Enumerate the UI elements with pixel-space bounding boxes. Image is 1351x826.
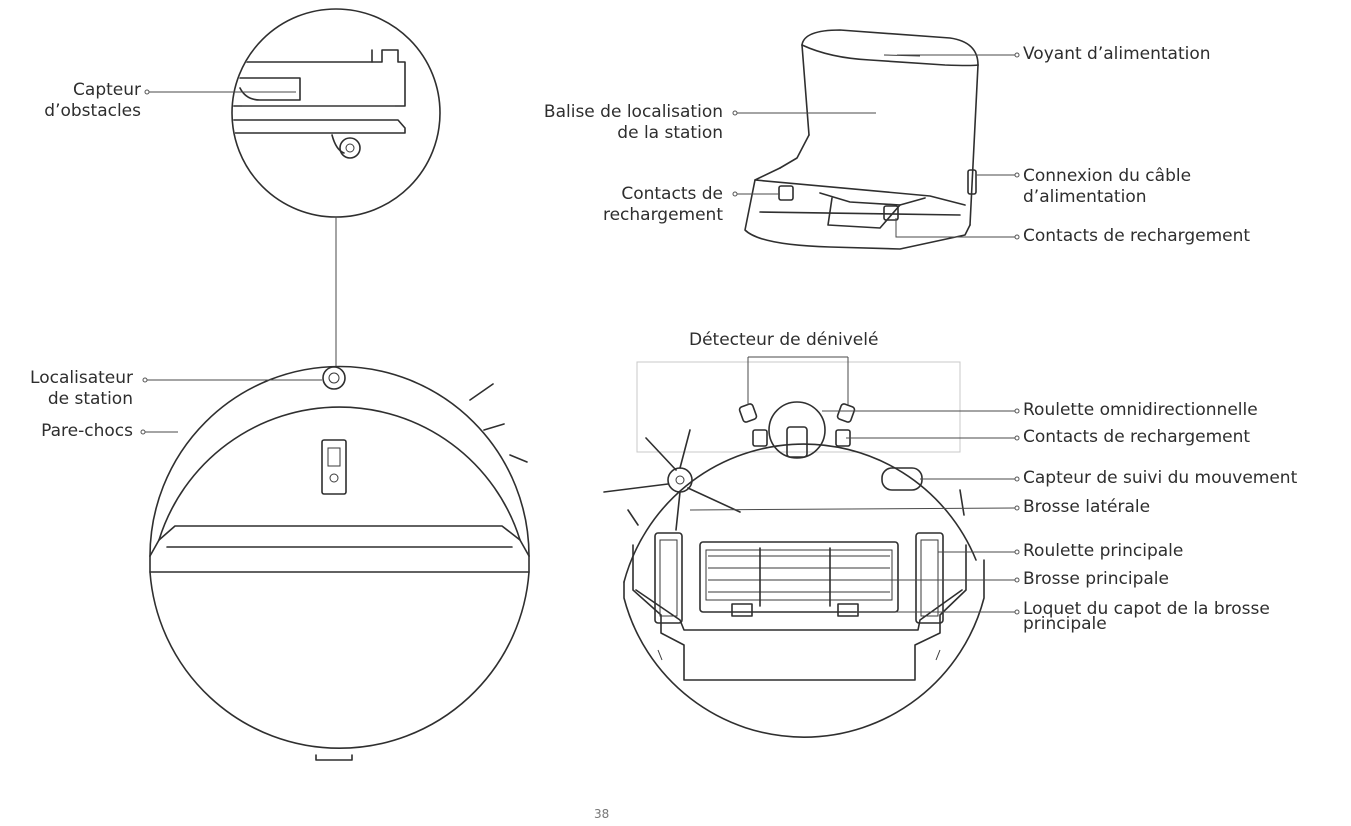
label-dock-beacon-line1: Balise de localisation	[543, 102, 723, 122]
label-dock-beacon-line2: de la station	[617, 123, 723, 143]
label-main-brush-cover-latch: Loquet du capot de la brosse principale	[1023, 599, 1270, 634]
label-obstacle-sensor-line2: d’obstacles	[44, 101, 141, 121]
label-main-brush-cover-latch-line2: principale	[1023, 614, 1107, 634]
obstacle-sensor-detail	[231, 8, 441, 366]
label-obstacle-sensor: Capteur d’obstacles	[44, 80, 141, 122]
label-dock-locator: Localisateur de station	[30, 368, 133, 410]
charging-dock	[744, 29, 979, 250]
label-dock-charging-contacts-line2: rechargement	[602, 205, 723, 225]
label-cliff-sensor: Détecteur de dénivelé	[689, 330, 879, 350]
label-dock-charging-contacts-right: Contacts de rechargement	[1023, 226, 1251, 246]
label-side-brush: Brosse latérale	[1023, 497, 1151, 517]
label-power-cable-connection: Connexion du câble d’alimentation	[1023, 166, 1191, 208]
label-robot-charging-contacts: Contacts de rechargement	[1023, 427, 1251, 447]
label-bumper: Pare-chocs	[41, 421, 133, 441]
robot-bottom-view	[603, 361, 985, 738]
label-obstacle-sensor-line1: Capteur	[73, 80, 141, 100]
label-power-indicator: Voyant d’alimentation	[1023, 44, 1211, 64]
label-power-cable-connection-line1: Connexion du câble	[1023, 166, 1192, 186]
label-main-brush-cover-latch-line1: Loquet du capot de la brosse	[1023, 599, 1270, 619]
label-motion-tracking-sensor: Capteur de suivi du mouvement	[1023, 468, 1298, 488]
label-dock-locator-line2: de station	[47, 389, 133, 409]
label-dock-locator-line1: Localisateur	[30, 368, 133, 388]
label-omni-wheel: Roulette omnidirectionnelle	[1023, 400, 1258, 420]
page-number: 38	[594, 807, 610, 821]
label-power-cable-connection-line2: d’alimentation	[1023, 187, 1147, 207]
label-dock-charging-contacts: Contacts de rechargement	[603, 184, 723, 226]
leader-lines	[140, 52, 1020, 615]
robot-top-view	[149, 365, 530, 761]
label-dock-charging-contacts-line1: Contacts de	[621, 184, 723, 204]
label-main-brush: Brosse principale	[1023, 569, 1169, 589]
label-main-wheel: Roulette principale	[1023, 541, 1184, 561]
label-dock-beacon: Balise de localisation de la station	[544, 102, 723, 144]
